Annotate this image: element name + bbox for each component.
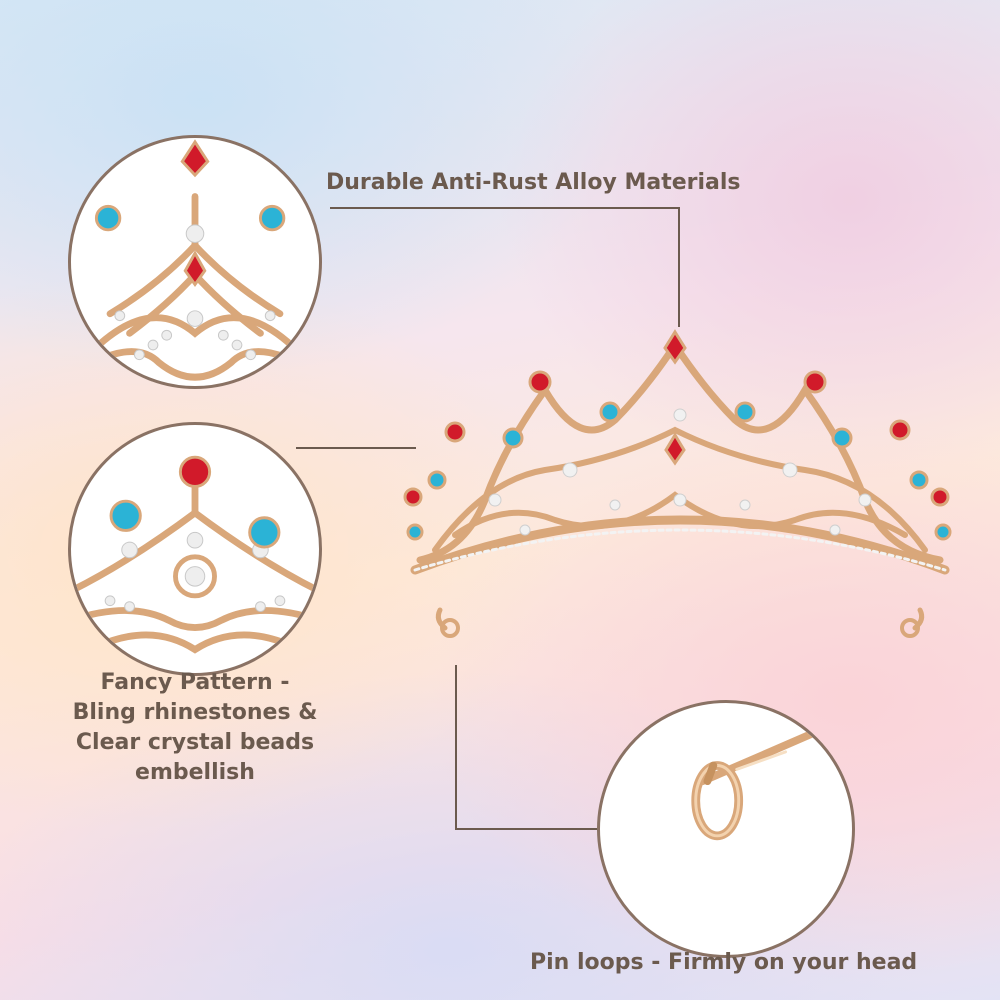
connector-line-pattern <box>296 447 416 449</box>
pattern-detail-image <box>71 455 319 654</box>
pattern-callout: Fancy Pattern - Bling rhinestones & Clea… <box>60 668 330 788</box>
tiara-image <box>403 329 952 638</box>
materials-callout: Durable Anti-Rust Alloy Materials <box>326 170 741 195</box>
pin-loops-callout: Pin loops - Firmly on your head <box>530 950 918 975</box>
connector-line-pin-vertical <box>455 665 457 830</box>
connector-line-pin-horizontal <box>455 828 600 830</box>
pattern-callout-line-3: Clear crystal beads <box>75 730 315 755</box>
connector-line-materials-horizontal <box>330 207 680 209</box>
alloy-detail-image <box>71 139 319 381</box>
pattern-callout-line-4: embellish <box>135 760 255 785</box>
pattern-callout-line-1: Fancy Pattern - <box>100 670 290 695</box>
pattern-callout-line-2: Bling rhinestones & <box>72 700 318 725</box>
zoom-circle-alloy-detail <box>68 135 322 389</box>
pin-loop-detail-image <box>691 726 824 841</box>
zoom-circle-pattern-detail <box>68 422 322 676</box>
zoom-circle-pin-loop-detail <box>597 700 855 958</box>
connector-line-materials-vertical <box>678 207 680 327</box>
